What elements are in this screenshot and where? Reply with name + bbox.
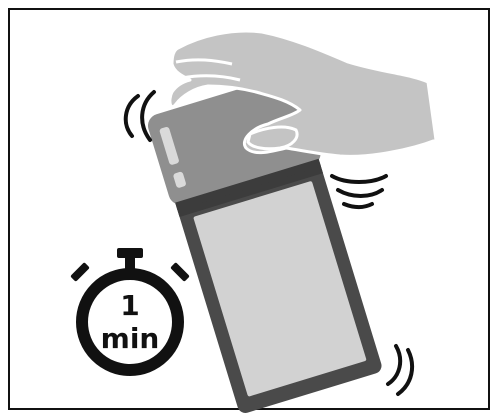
stopwatch-stem <box>125 257 135 269</box>
stopwatch-top-button <box>117 248 143 258</box>
stopwatch-icon: 1 min <box>70 248 190 370</box>
stopwatch-unit: min <box>101 322 160 355</box>
stopwatch-value: 1 <box>120 289 139 322</box>
